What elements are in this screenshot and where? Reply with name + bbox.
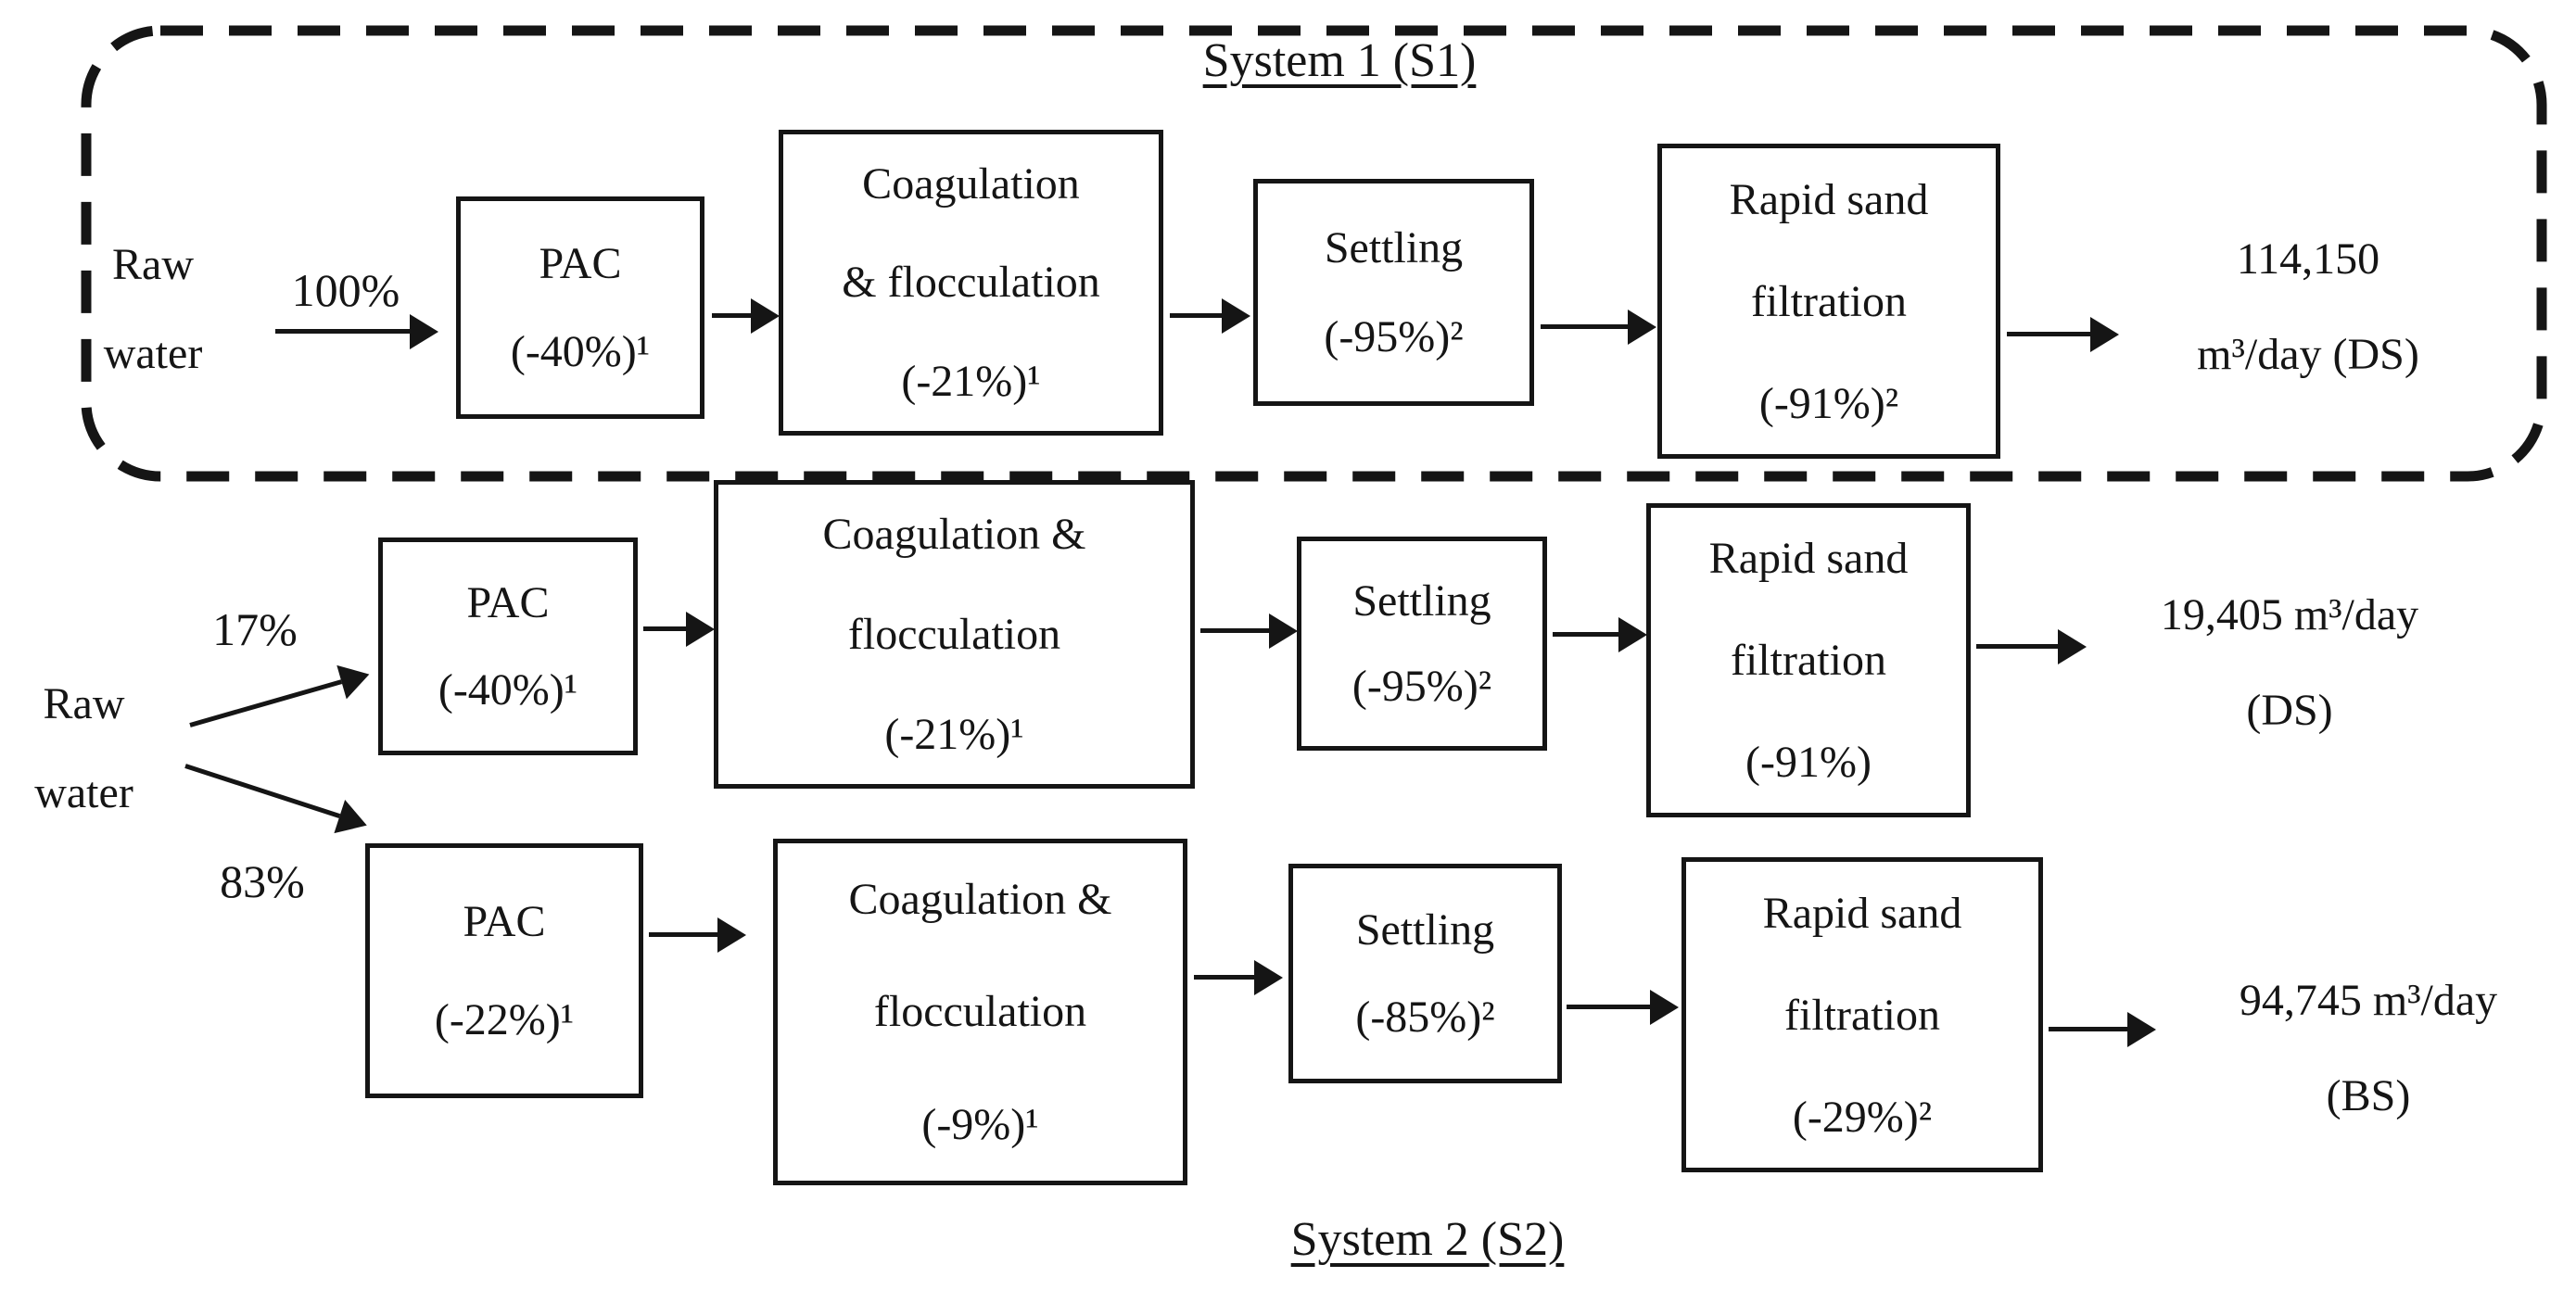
box-label-line: (-40%)¹ <box>438 664 578 715</box>
s2-raw-water-label: Raw water <box>21 660 146 838</box>
system1-dashed-boundary <box>81 25 2547 482</box>
arrow-s2b1-settling-to-filtration <box>1553 632 1618 637</box>
box-label-line: PAC <box>463 896 546 946</box>
arrow-s2b2-pac-to-coagulation <box>649 932 717 937</box>
box-label-line: filtration <box>1731 635 1886 685</box>
system2-title: System 2 (S2) <box>1290 1213 1565 1266</box>
s1-output-flow: 114,150 m³/day (DS) <box>2141 211 2475 402</box>
output-line: m³/day (DS) <box>2197 330 2419 380</box>
box-label-line: (-95%)² <box>1324 312 1464 362</box>
box-label-line: flocculation <box>873 987 1087 1037</box>
s1-rapid-sand-filtration-box: Rapid sand filtration (-91%)² <box>1657 144 2000 459</box>
s1-pac-box: PAC (-40%)¹ <box>456 196 704 419</box>
source-line: water <box>34 768 133 817</box>
arrow-s1-settling-to-filtration <box>1541 324 1628 329</box>
box-label-line: (-29%)² <box>1792 1092 1933 1142</box>
arrow-s1-filtration-to-output <box>2007 332 2090 336</box>
s1-percent-label: 100% <box>291 264 400 316</box>
source-line: water <box>103 329 203 378</box>
box-label-line: Coagulation & <box>822 510 1086 560</box>
s2b1-settling-box: Settling (-95%)² <box>1297 537 1547 751</box>
box-label-line: & flocculation <box>842 258 1100 308</box>
arrow-s2b1-filtration-to-output <box>1976 644 2058 649</box>
arrow-s1-source-to-pac <box>275 329 410 334</box>
system1-title: System 1 (S1) <box>1202 34 1477 87</box>
box-label-line: (-22%)¹ <box>434 995 575 1045</box>
s1-coagulation-box: Coagulation & flocculation (-21%)¹ <box>779 130 1163 436</box>
s2b1-rapid-sand-filtration-box: Rapid sand filtration (-91%) <box>1646 503 1971 817</box>
s2b2-output-flow: 94,745 m³/day (BS) <box>2188 953 2549 1144</box>
arrow-s2b1-pac-to-coagulation <box>643 626 686 631</box>
box-label-line: (-21%)¹ <box>884 709 1024 759</box>
box-label-line: Coagulation <box>862 158 1080 209</box>
s2-percent-label-83: 83% <box>220 855 305 907</box>
box-label-line: filtration <box>1784 990 1940 1040</box>
arrow-s2b2-settling-to-filtration <box>1567 1005 1650 1009</box>
box-label-line: PAC <box>539 239 622 288</box>
arrow-s2-source-to-pac-83 <box>184 764 341 818</box>
box-label-line: Settling <box>1324 222 1464 272</box>
s2b1-output-flow: 19,405 m³/day (DS) <box>2113 567 2466 758</box>
box-label-line: (-95%)² <box>1351 662 1492 711</box>
s2b2-rapid-sand-filtration-box: Rapid sand filtration (-29%)² <box>1681 857 2043 1172</box>
box-label-line: (-85%)² <box>1355 993 1495 1042</box>
output-line: (DS) <box>2246 686 2333 736</box>
output-line: 114,150 <box>2236 234 2380 284</box>
box-label-line: filtration <box>1751 276 1907 326</box>
box-label-line: (-91%) <box>1745 737 1872 787</box>
s2b1-coagulation-box: Coagulation & flocculation (-21%)¹ <box>714 480 1195 789</box>
box-label-line: Rapid sand <box>1708 534 1909 584</box>
box-label-line: (-91%)² <box>1758 378 1899 428</box>
arrow-s2b2-filtration-to-output <box>2049 1027 2127 1031</box>
source-line: Raw <box>43 679 125 728</box>
arrow-s2b1-coagulation-to-settling <box>1200 628 1269 633</box>
box-label-line: (-9%)¹ <box>921 1099 1039 1149</box>
box-label-line: (-21%)¹ <box>901 357 1041 407</box>
box-label-line: Settling <box>1355 905 1495 955</box>
s2b2-coagulation-box: Coagulation & flocculation (-9%)¹ <box>773 839 1187 1185</box>
s1-raw-water-label: Raw water <box>88 221 218 398</box>
s2b1-pac-box: PAC (-40%)¹ <box>378 538 638 755</box>
s1-settling-box: Settling (-95%)² <box>1253 179 1534 406</box>
s2b2-pac-box: PAC (-22%)¹ <box>365 843 643 1098</box>
box-label-line: Rapid sand <box>1729 174 1929 224</box>
box-label-line: PAC <box>466 578 550 628</box>
output-line: (BS) <box>2326 1071 2411 1121</box>
output-line: 94,745 m³/day <box>2239 976 2498 1025</box>
arrow-s1-coagulation-to-settling <box>1170 313 1222 318</box>
box-label-line: Settling <box>1352 576 1491 626</box>
source-line: Raw <box>112 240 194 289</box>
s2-percent-label-17: 17% <box>212 603 298 655</box>
s2b2-settling-box: Settling (-85%)² <box>1288 864 1562 1083</box>
arrow-s2b2-coagulation-to-settling <box>1194 975 1254 980</box>
box-label-line: flocculation <box>847 609 1061 659</box>
box-label-line: Coagulation & <box>848 875 1112 925</box>
output-line: 19,405 m³/day <box>2160 590 2419 639</box>
box-label-line: Rapid sand <box>1762 888 1962 938</box>
box-label-line: (-40%)¹ <box>510 327 651 376</box>
arrow-s2-source-to-pac-17 <box>189 679 343 727</box>
arrow-s1-pac-to-coagulation <box>712 313 751 318</box>
